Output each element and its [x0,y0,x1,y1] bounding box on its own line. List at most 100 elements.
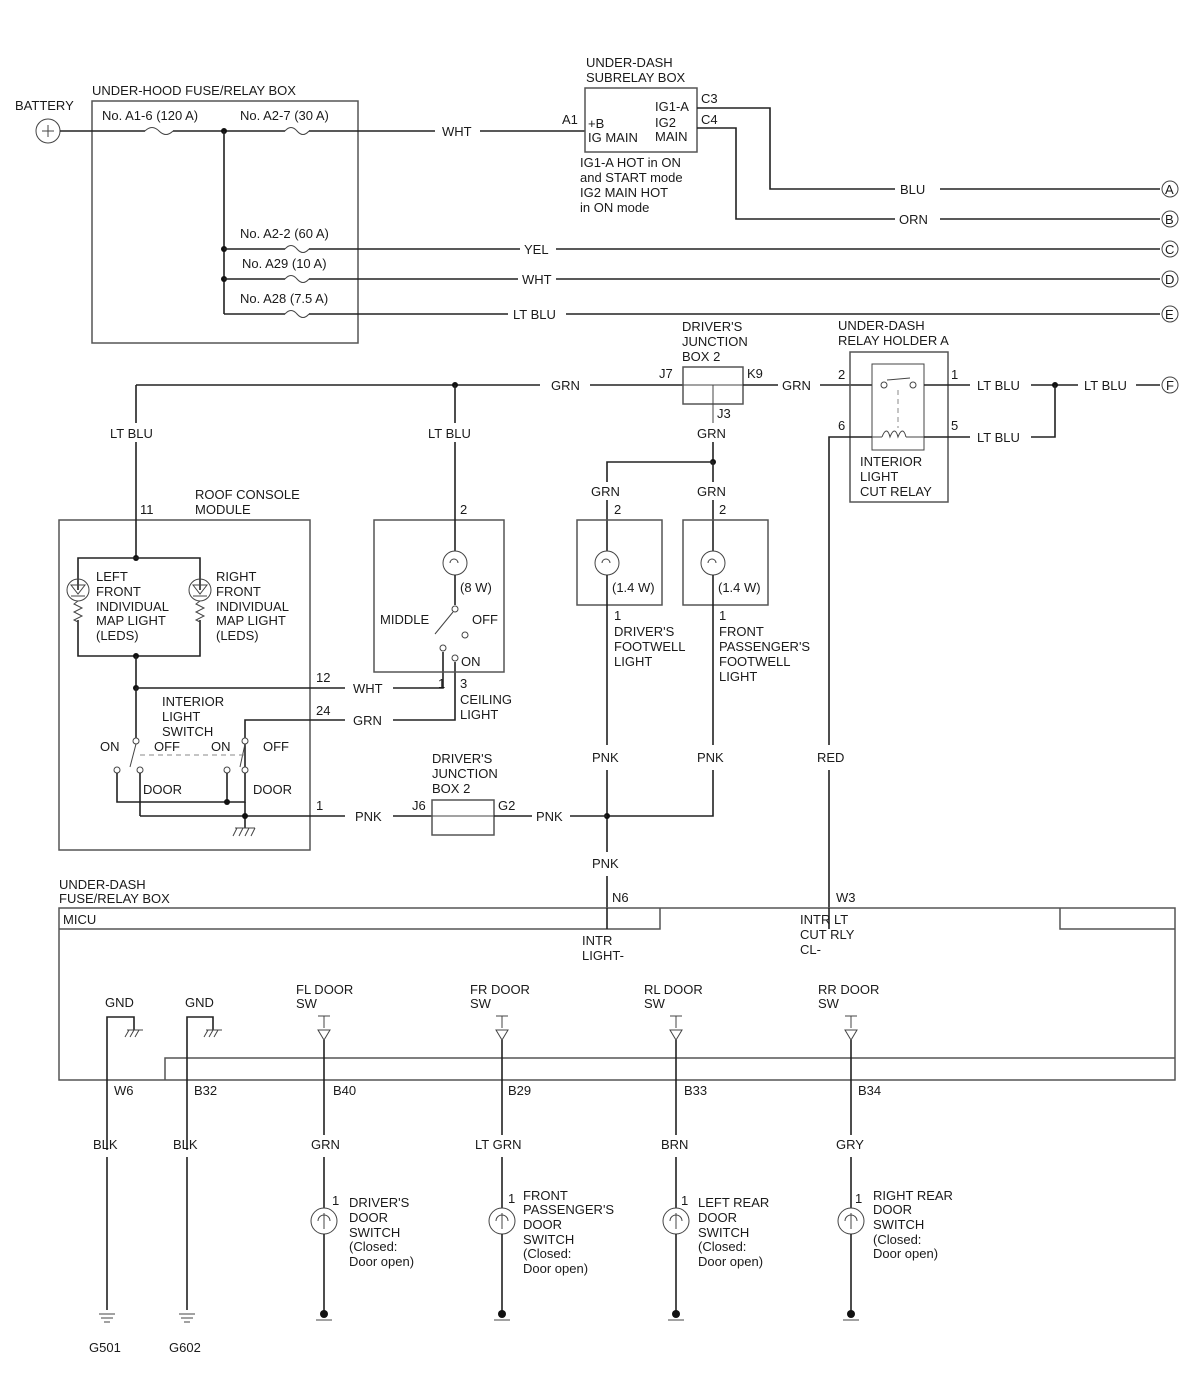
fuse-a27-icon [284,127,310,135]
relay-label-1: INTERIOR [860,454,922,469]
fuse-a29-label: No. A29 (10 A) [242,256,327,271]
subrelay-note-2: and START mode [580,170,683,185]
ds-fp-2: PASSENGER'S [523,1202,614,1217]
subrelay-title-2: SUBRELAY BOX [586,70,686,85]
jb2-top-t1: DRIVER'S [682,319,743,334]
wire-grn-k9: GRN [782,378,811,393]
door-switch-section: BLK BLK GRN LT GRN BRN GRY G501 G602 1 D… [89,1137,953,1355]
wire-wht-label-2: WHT [522,272,552,287]
wire-orn-label: ORN [899,212,928,227]
fw-pass-label-3: FOOTWELL [719,654,791,669]
roof-pin-1: 1 [316,798,323,813]
fr-sw-1: FR DOOR [470,982,530,997]
ds-lr-1: LEFT REAR [698,1195,769,1210]
ceiling-bulb-icon [442,550,468,576]
ceiling-off: OFF [472,612,498,627]
roof-pin-24: 24 [316,703,330,718]
micu-intr-lt-1: INTR LT [800,912,848,927]
gnd-label-1: GND [105,995,134,1010]
relay-title-1: UNDER-DASH [838,318,925,333]
left-map-label-3: INDIVIDUAL [96,599,169,614]
battery-label: BATTERY [15,98,74,113]
wire-pnk-fw1: PNK [592,750,619,765]
switch-on-1: ON [100,739,120,754]
ground-g501-icon [99,1313,115,1323]
ds-lr-4: (Closed: [698,1239,746,1254]
fuse-a16-icon [144,127,174,135]
wire-grn-label: GRN [551,378,580,393]
ds-fp-1: FRONT [523,1188,568,1203]
ceiling-pin-2: 2 [460,502,467,517]
micu-w3: W3 [836,890,856,905]
subrelay-c4: C4 [701,112,718,127]
underdash-title-1: UNDER-DASH [59,877,146,892]
connector-e [1161,305,1179,323]
underdash-title-2: FUSE/RELAY BOX [59,891,170,906]
ceiling-on: ON [461,654,481,669]
connector-a-label: A [1165,182,1174,197]
jb2-bottom-t2: JUNCTION [432,766,498,781]
wire-blk-2: BLK [173,1137,198,1152]
wire-gry-ds: GRY [836,1137,864,1152]
connector-e-label: E [1165,307,1174,322]
connector-c-label: C [1165,242,1174,257]
wire-grn-j3: GRN [697,426,726,441]
subrelay-note-1: IG1-A HOT in ON [580,155,681,170]
switch-door-2: DOOR [253,782,292,797]
fuse-a27-label: No. A2-7 (30 A) [240,108,329,123]
connector-c [1161,240,1179,258]
roof-title-1: ROOF CONSOLE [195,487,300,502]
pass-footwell-box [682,519,769,606]
pin-b32: B32 [194,1083,217,1098]
fw-pass-label-1: FRONT [719,624,764,639]
int-switch-label-3: SWITCH [162,724,213,739]
switch-on-2: ON [211,739,231,754]
left-map-label-4: MAP LIGHT [96,613,166,628]
fuse-a29-icon [284,275,310,283]
relay-coil-icon [881,430,907,439]
ds-fp-6: Door open) [523,1261,588,1276]
fw-driver-pin-1: 1 [614,608,621,623]
relay-inner-box [871,363,925,451]
switch-off-1: OFF [154,739,180,754]
ceiling-middle: MIDDLE [380,612,429,627]
wire-yel-label: YEL [524,242,549,257]
subrelay-bplus: +B [588,116,604,131]
right-map-label-4: MAP LIGHT [216,613,286,628]
jb2-top-t2: JUNCTION [682,334,748,349]
connector-b [1161,210,1179,228]
relay-pin-2: 2 [838,367,845,382]
wire-pnk-g2: PNK [536,809,563,824]
rl-sw-1: RL DOOR [644,982,703,997]
connector-d [1161,270,1179,288]
ds-rr-5: Door open) [873,1246,938,1261]
pin-b29: B29 [508,1083,531,1098]
fl-diode-icon [317,1015,331,1041]
ds-lr-2: DOOR [698,1210,737,1225]
footwell-section: GRN GRN 2 2 (1.4 W) (1.4 W) 1 DRIVER'S F… [576,484,810,908]
ds-rr-3: SWITCH [873,1217,924,1232]
int-switch-label-1: INTERIOR [162,694,224,709]
ds-driver-4: (Closed: [349,1239,397,1254]
relay-pin-6: 6 [838,418,845,433]
wire-ltblu-label: LT BLU [513,307,556,322]
switch-off-2: OFF [263,739,289,754]
wire-ltblu-r2: LT BLU [1084,378,1127,393]
ds-fp-3: DOOR [523,1217,562,1232]
wire-wht-roof: WHT [353,681,383,696]
micu-intr-light-2: LIGHT- [582,948,624,963]
subrelay-igmain: IG MAIN [588,130,638,145]
jb2-top-j3: J3 [717,406,731,421]
fw-driver-label-2: FOOTWELL [614,639,686,654]
relay-title-2: RELAY HOLDER A [838,333,949,348]
ds-driver-2: DOOR [349,1210,388,1225]
wire-grn-fw1: GRN [591,484,620,499]
connector-f-label: F [1166,378,1174,393]
gnd-label-2: GND [185,995,214,1010]
roof-title-2: MODULE [195,502,251,517]
underhood-box [91,100,359,344]
relay-section: GRN LT BLU LT BLU DRIVER'S JUNCTION BOX … [110,318,1179,908]
fw-driver-label-1: DRIVER'S [614,624,675,639]
gnd-icon-2 [203,1029,222,1038]
ds-fp-4: SWITCH [523,1232,574,1247]
